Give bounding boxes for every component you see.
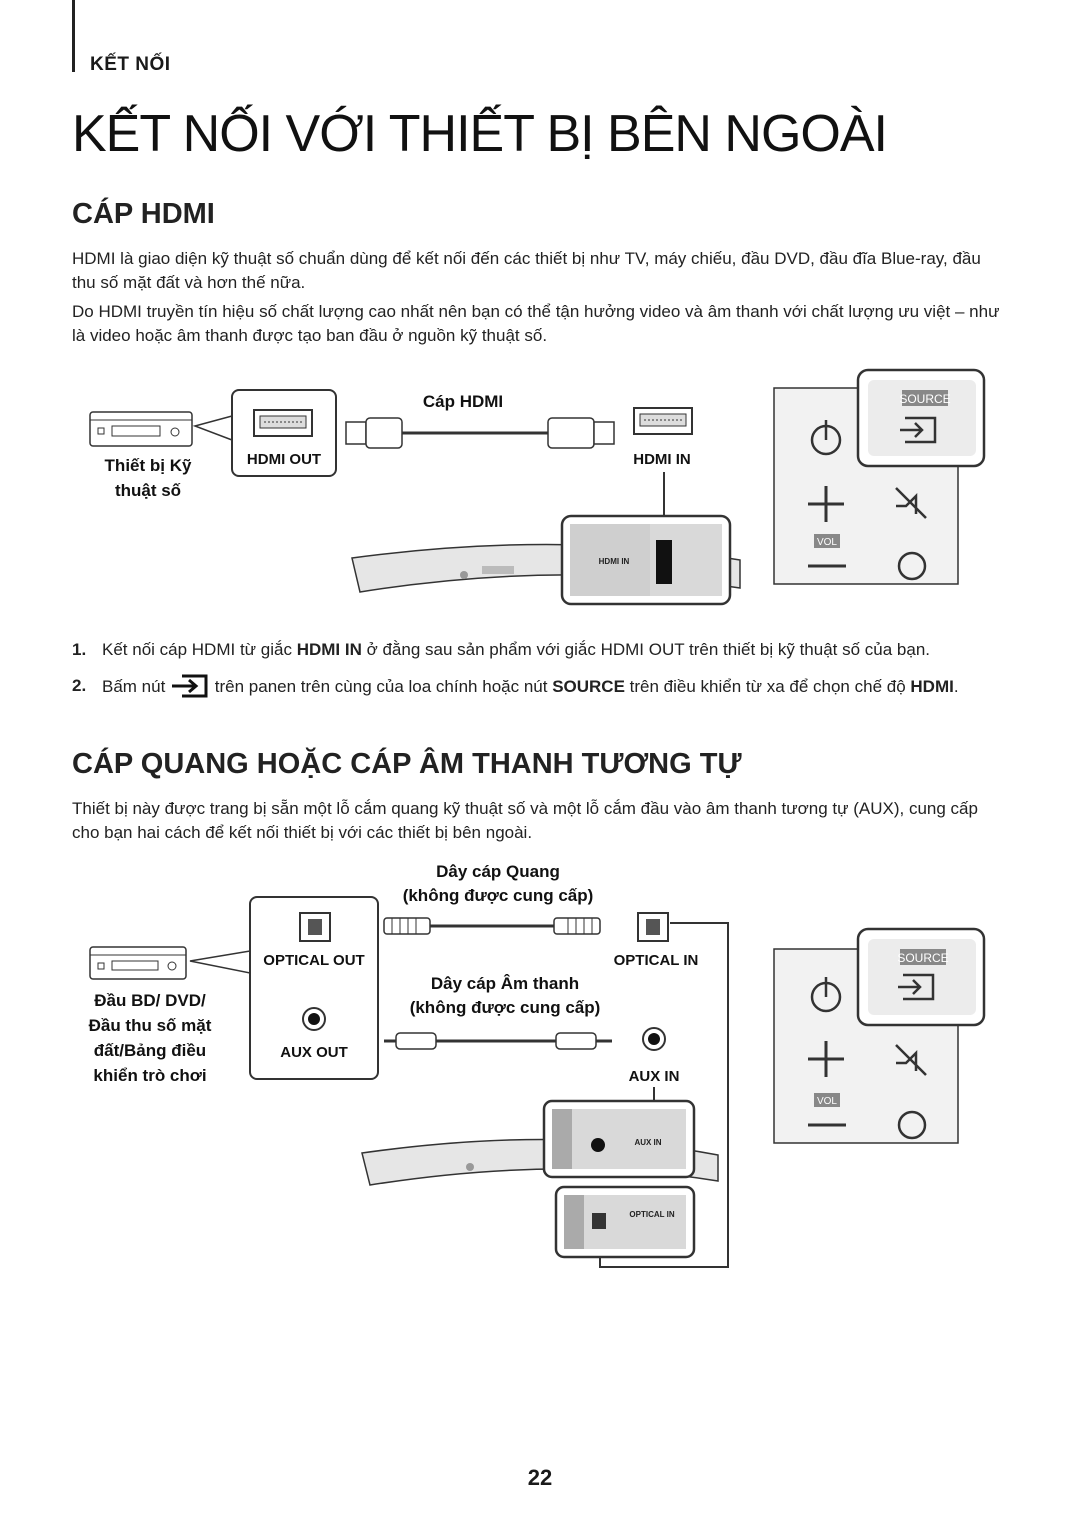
optical-heading: CÁP QUANG HOẶC CÁP ÂM THANH TƯƠNG TỰ — [72, 748, 742, 780]
hdmi-cable — [345, 417, 615, 449]
hdmi-cable-label: Cáp HDMI — [423, 392, 503, 411]
hdmi-paragraph-1: HDMI là giao diện kỹ thuật số chuẩn dùng… — [72, 249, 981, 292]
hdmi-in-port-icon — [633, 407, 693, 435]
digital-device-label: Thiết bị Kỹ thuật số — [104, 456, 192, 500]
optical-cable-label-2: (không được cung cấp) — [403, 886, 594, 905]
hdmi-diagram: HDMI OUT Cáp HDMI HDMI IN HDMI IN SOURCE — [89, 368, 986, 606]
remote-vol-label-2: VOL — [817, 1096, 837, 1107]
optical-paragraph: Thiết bị này được trang bị sẵn một lỗ cắ… — [72, 799, 978, 842]
remote-source-label-2: SOURCE — [897, 951, 948, 965]
section-label: KẾT NỐI — [90, 54, 171, 75]
optical-out-label: OPTICAL OUT — [263, 952, 364, 969]
optical-diagram: OPTICAL OUT AUX OUT Dây cáp Quang (không… — [89, 862, 986, 1268]
audio-cable — [384, 1032, 612, 1050]
optical-in-label: OPTICAL IN — [614, 952, 699, 969]
hdmi-in-label: HDMI IN — [633, 451, 691, 468]
optical-cable — [383, 917, 601, 935]
hdmi-paragraph-2: Do HDMI truyền tín hiệu số chất lượng ca… — [72, 302, 1000, 345]
remote-control-icon-2: SOURCE VOL — [773, 927, 986, 1144]
hdmi-step-2: 2. Bấm nút trên panen trên cùng của loa … — [72, 674, 959, 698]
aux-out-port-icon — [302, 1007, 326, 1031]
aux-in-port-icon — [642, 1027, 666, 1051]
optical-out-port-icon — [299, 912, 331, 942]
hdmi-step-1: 1. Kết nối cáp HDMI từ giắc HDMI IN ở đằ… — [72, 640, 931, 659]
bd-dvd-device-label: Đầu BD/ DVD/ Đầu thu số mặt đất/Bảng điề… — [88, 991, 212, 1085]
optical-panel-label: OPTICAL IN — [629, 1210, 674, 1219]
aux-out-label: AUX OUT — [280, 1044, 348, 1061]
header-bar — [72, 0, 75, 72]
hdmi-out-label: HDMI OUT — [247, 451, 321, 468]
page-title: KẾT NỐI VỚI THIẾT BỊ BÊN NGOÀI — [72, 105, 888, 163]
remote-vol-label: VOL — [817, 537, 837, 548]
remote-control-icon: SOURCE VOL — [773, 368, 986, 585]
hdmi-panel-label: HDMI IN — [599, 557, 630, 566]
hdmi-heading: CÁP HDMI — [72, 198, 215, 230]
optical-cable-label-1: Dây cáp Quang — [436, 862, 560, 881]
audio-cable-label-2: (không được cung cấp) — [410, 998, 601, 1017]
aux-in-label: AUX IN — [629, 1068, 680, 1085]
source-ports-callout — [249, 896, 379, 1080]
source-input-icon — [172, 674, 208, 698]
audio-cable-label-1: Dây cáp Âm thanh — [431, 974, 579, 993]
page-number: 22 — [527, 1465, 553, 1490]
aux-panel-label: AUX IN — [634, 1138, 661, 1147]
remote-source-label: SOURCE — [899, 392, 950, 406]
optical-in-port-icon — [637, 912, 669, 942]
hdmi-out-port-icon — [253, 409, 313, 437]
digital-device-icon — [89, 411, 193, 447]
bd-dvd-device-icon — [89, 946, 187, 980]
